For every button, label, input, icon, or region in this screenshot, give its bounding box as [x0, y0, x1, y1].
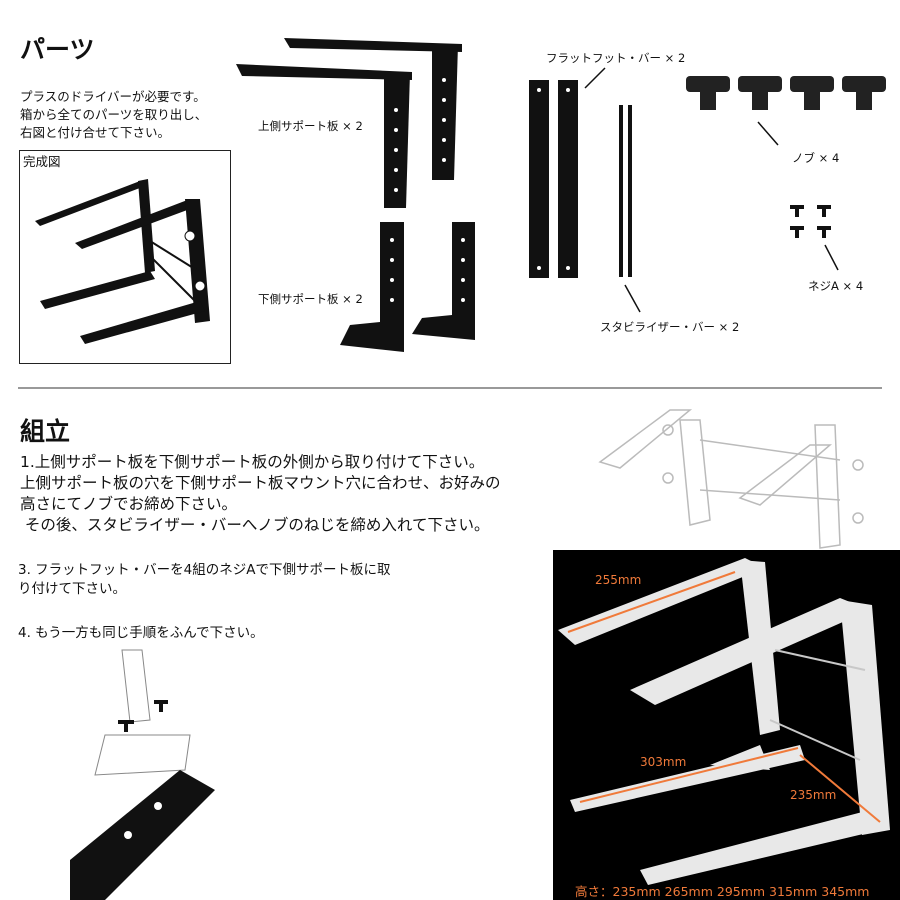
intro-line: 箱から全てのパーツを取り出し、 — [20, 107, 208, 122]
exploded-stand-illustration — [598, 409, 864, 549]
lower-plate-illustration — [340, 222, 475, 352]
label-flat-foot-bar: フラットフット・バー × 2 — [546, 51, 686, 65]
intro-line: 右図と付け合せて下さい。 — [20, 125, 171, 140]
assembly-step-4: 4. もう一方も同じ手順をふんで下さい。 — [18, 625, 264, 641]
assembly-step-1: 1.上側サポート板を下側サポート板の外側から取り付けて下さい。 上側サポート板の… — [20, 452, 501, 536]
height-options: 高さ：235mm 265mm 295mm 315mm 345mm — [575, 884, 870, 899]
parts-title: パーツ — [20, 35, 95, 64]
step-line: 3. フラットフット・バーを4組のネジAで下側サポート板に取 — [18, 562, 391, 578]
dimension-side: 235mm — [790, 788, 837, 802]
step-line: 1.上側サポート板を下側サポート板の外側から取り付けて下さい。 — [20, 453, 485, 471]
knob-illustration — [686, 76, 886, 110]
assembly-step-3: 3. フラットフット・バーを4組のネジAで下側サポート板に取 り付けて下さい。 — [18, 561, 391, 599]
stabilizer-bar-illustration — [619, 105, 632, 277]
assembly-title: 組立 — [20, 417, 71, 446]
screw-a-illustration — [790, 205, 831, 238]
upper-plate-illustration — [236, 38, 462, 208]
intro-line: プラスのドライバーが必要です。 — [20, 89, 206, 104]
label-screw-a: ネジA × 4 — [808, 279, 864, 293]
dimension-arrows — [567, 571, 881, 823]
completed-label: 完成図 — [23, 154, 61, 169]
completed-figure-box: 完成図 — [19, 150, 231, 364]
step-line: 上側サポート板の穴を下側サポート板マウント穴に合わせ、お好みの — [20, 474, 501, 492]
completed-stand-illustration — [35, 179, 210, 344]
flat-foot-bar-illustration — [529, 80, 578, 278]
step-line: り付けて下さい。 — [18, 581, 126, 597]
step-line: その後、スタビライザー・バーへノブのねじを締め入れて下さい。 — [20, 516, 490, 534]
label-knob: ノブ × 4 — [792, 151, 840, 165]
foot-attachment-illustration — [70, 649, 215, 900]
parts-illustrations — [18, 38, 886, 389]
dimension-top: 255mm — [595, 573, 642, 587]
step-line: 高さにてノブでお締め下さい。 — [20, 495, 238, 513]
label-lower-plate: 下側サポート板 × 2 — [258, 292, 363, 306]
parts-intro: プラスのドライバーが必要です。 箱から全てのパーツを取り出し、 右図と付け合せて… — [20, 88, 207, 142]
label-stabilizer-bar: スタビライザー・バー × 2 — [600, 320, 740, 334]
dimension-depth: 303mm — [640, 755, 687, 769]
label-upper-plate: 上側サポート板 × 2 — [258, 119, 363, 133]
